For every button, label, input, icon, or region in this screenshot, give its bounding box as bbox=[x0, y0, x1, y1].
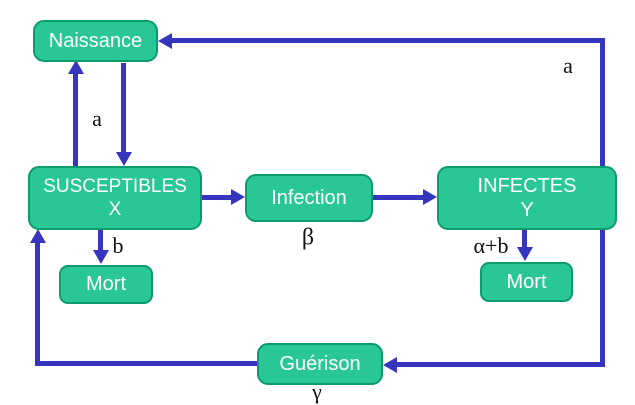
arrow-infectes-to-naissance-head bbox=[158, 33, 172, 49]
edge-label-gamma: γ bbox=[312, 379, 322, 404]
node-naissance: Naissance bbox=[33, 20, 158, 62]
node-susceptibles-line1: SUSCEPTIBLES bbox=[43, 175, 187, 197]
arrow-susceptibles-to-mort-shaft bbox=[98, 230, 103, 252]
node-infection: Infection bbox=[245, 174, 373, 222]
arrow-susceptibles-to-mort-head bbox=[93, 250, 109, 264]
node-mort-susceptibles-label: Mort bbox=[86, 273, 126, 296]
node-infectes-line2: Y bbox=[520, 199, 534, 221]
node-infectes-line1: INFECTES bbox=[477, 174, 577, 197]
node-mort-infectes: Mort bbox=[480, 262, 573, 302]
arrow-naissance-to-susceptibles-head bbox=[116, 152, 132, 166]
arrow-infection-to-infectes-head bbox=[423, 189, 437, 205]
edge-label-alpha-plus-b: α+b bbox=[473, 233, 509, 258]
arrow-infection-to-infectes-shaft bbox=[373, 195, 424, 200]
node-infectes: INFECTES Y bbox=[437, 166, 617, 230]
arrow-susceptibles-to-infection-shaft bbox=[202, 195, 234, 200]
node-susceptibles: SUSCEPTIBLES X bbox=[28, 166, 202, 230]
arrow-guerison-to-susceptibles-shaft-vertical bbox=[35, 242, 40, 366]
arrow-infectes-to-guerison-shaft bbox=[396, 362, 605, 367]
edge-label-a-vertical: a bbox=[92, 106, 102, 131]
arrow-susceptibles-to-naissance-head bbox=[68, 60, 84, 74]
node-mort-infectes-label: Mort bbox=[506, 270, 547, 293]
arrow-susceptibles-to-infection-head bbox=[231, 189, 245, 205]
edge-label-b: b bbox=[112, 233, 124, 258]
arrow-guerison-to-susceptibles-head bbox=[30, 229, 46, 243]
node-naissance-label: Naissance bbox=[48, 29, 143, 52]
arrow-infectes-to-mort-head bbox=[517, 247, 533, 261]
arrow-susceptibles-to-naissance-shaft bbox=[73, 73, 78, 166]
node-infection-label: Infection bbox=[271, 186, 347, 209]
node-guerison: Guérison bbox=[257, 343, 383, 385]
arrow-infectes-to-guerison-head bbox=[383, 357, 397, 373]
arrow-naissance-to-susceptibles-shaft bbox=[121, 63, 126, 154]
arrow-guerison-to-susceptibles-shaft-horizontal bbox=[35, 361, 257, 366]
arrow-infectes-to-mort-shaft bbox=[522, 230, 527, 249]
node-mort-susceptibles: Mort bbox=[59, 265, 153, 304]
edge-label-a-loop: a bbox=[563, 53, 573, 78]
node-susceptibles-line2: X bbox=[108, 199, 122, 220]
arrow-infectes-to-naissance-shaft bbox=[171, 38, 605, 43]
edge-label-beta: β bbox=[301, 224, 315, 251]
node-guerison-label: Guérison bbox=[279, 352, 361, 375]
